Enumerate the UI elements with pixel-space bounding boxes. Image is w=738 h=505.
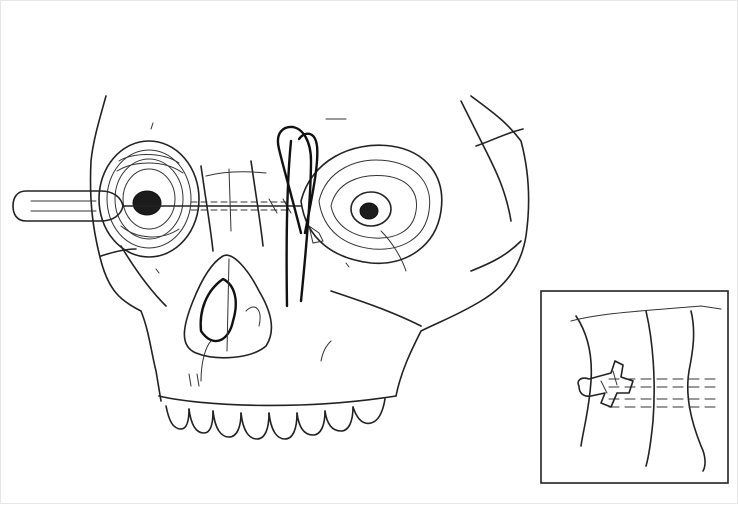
left-orbit — [99, 141, 199, 257]
left-eyeball-shadow — [133, 191, 161, 215]
right-orbit — [301, 145, 442, 263]
wire-loop — [278, 127, 317, 306]
nasal-cavity — [184, 255, 271, 358]
wire-anchor — [309, 226, 323, 243]
maxilla — [159, 341, 396, 405]
cheekbone-lines — [121, 231, 421, 326]
inset-detail — [541, 291, 728, 483]
right-pupil — [360, 203, 378, 219]
